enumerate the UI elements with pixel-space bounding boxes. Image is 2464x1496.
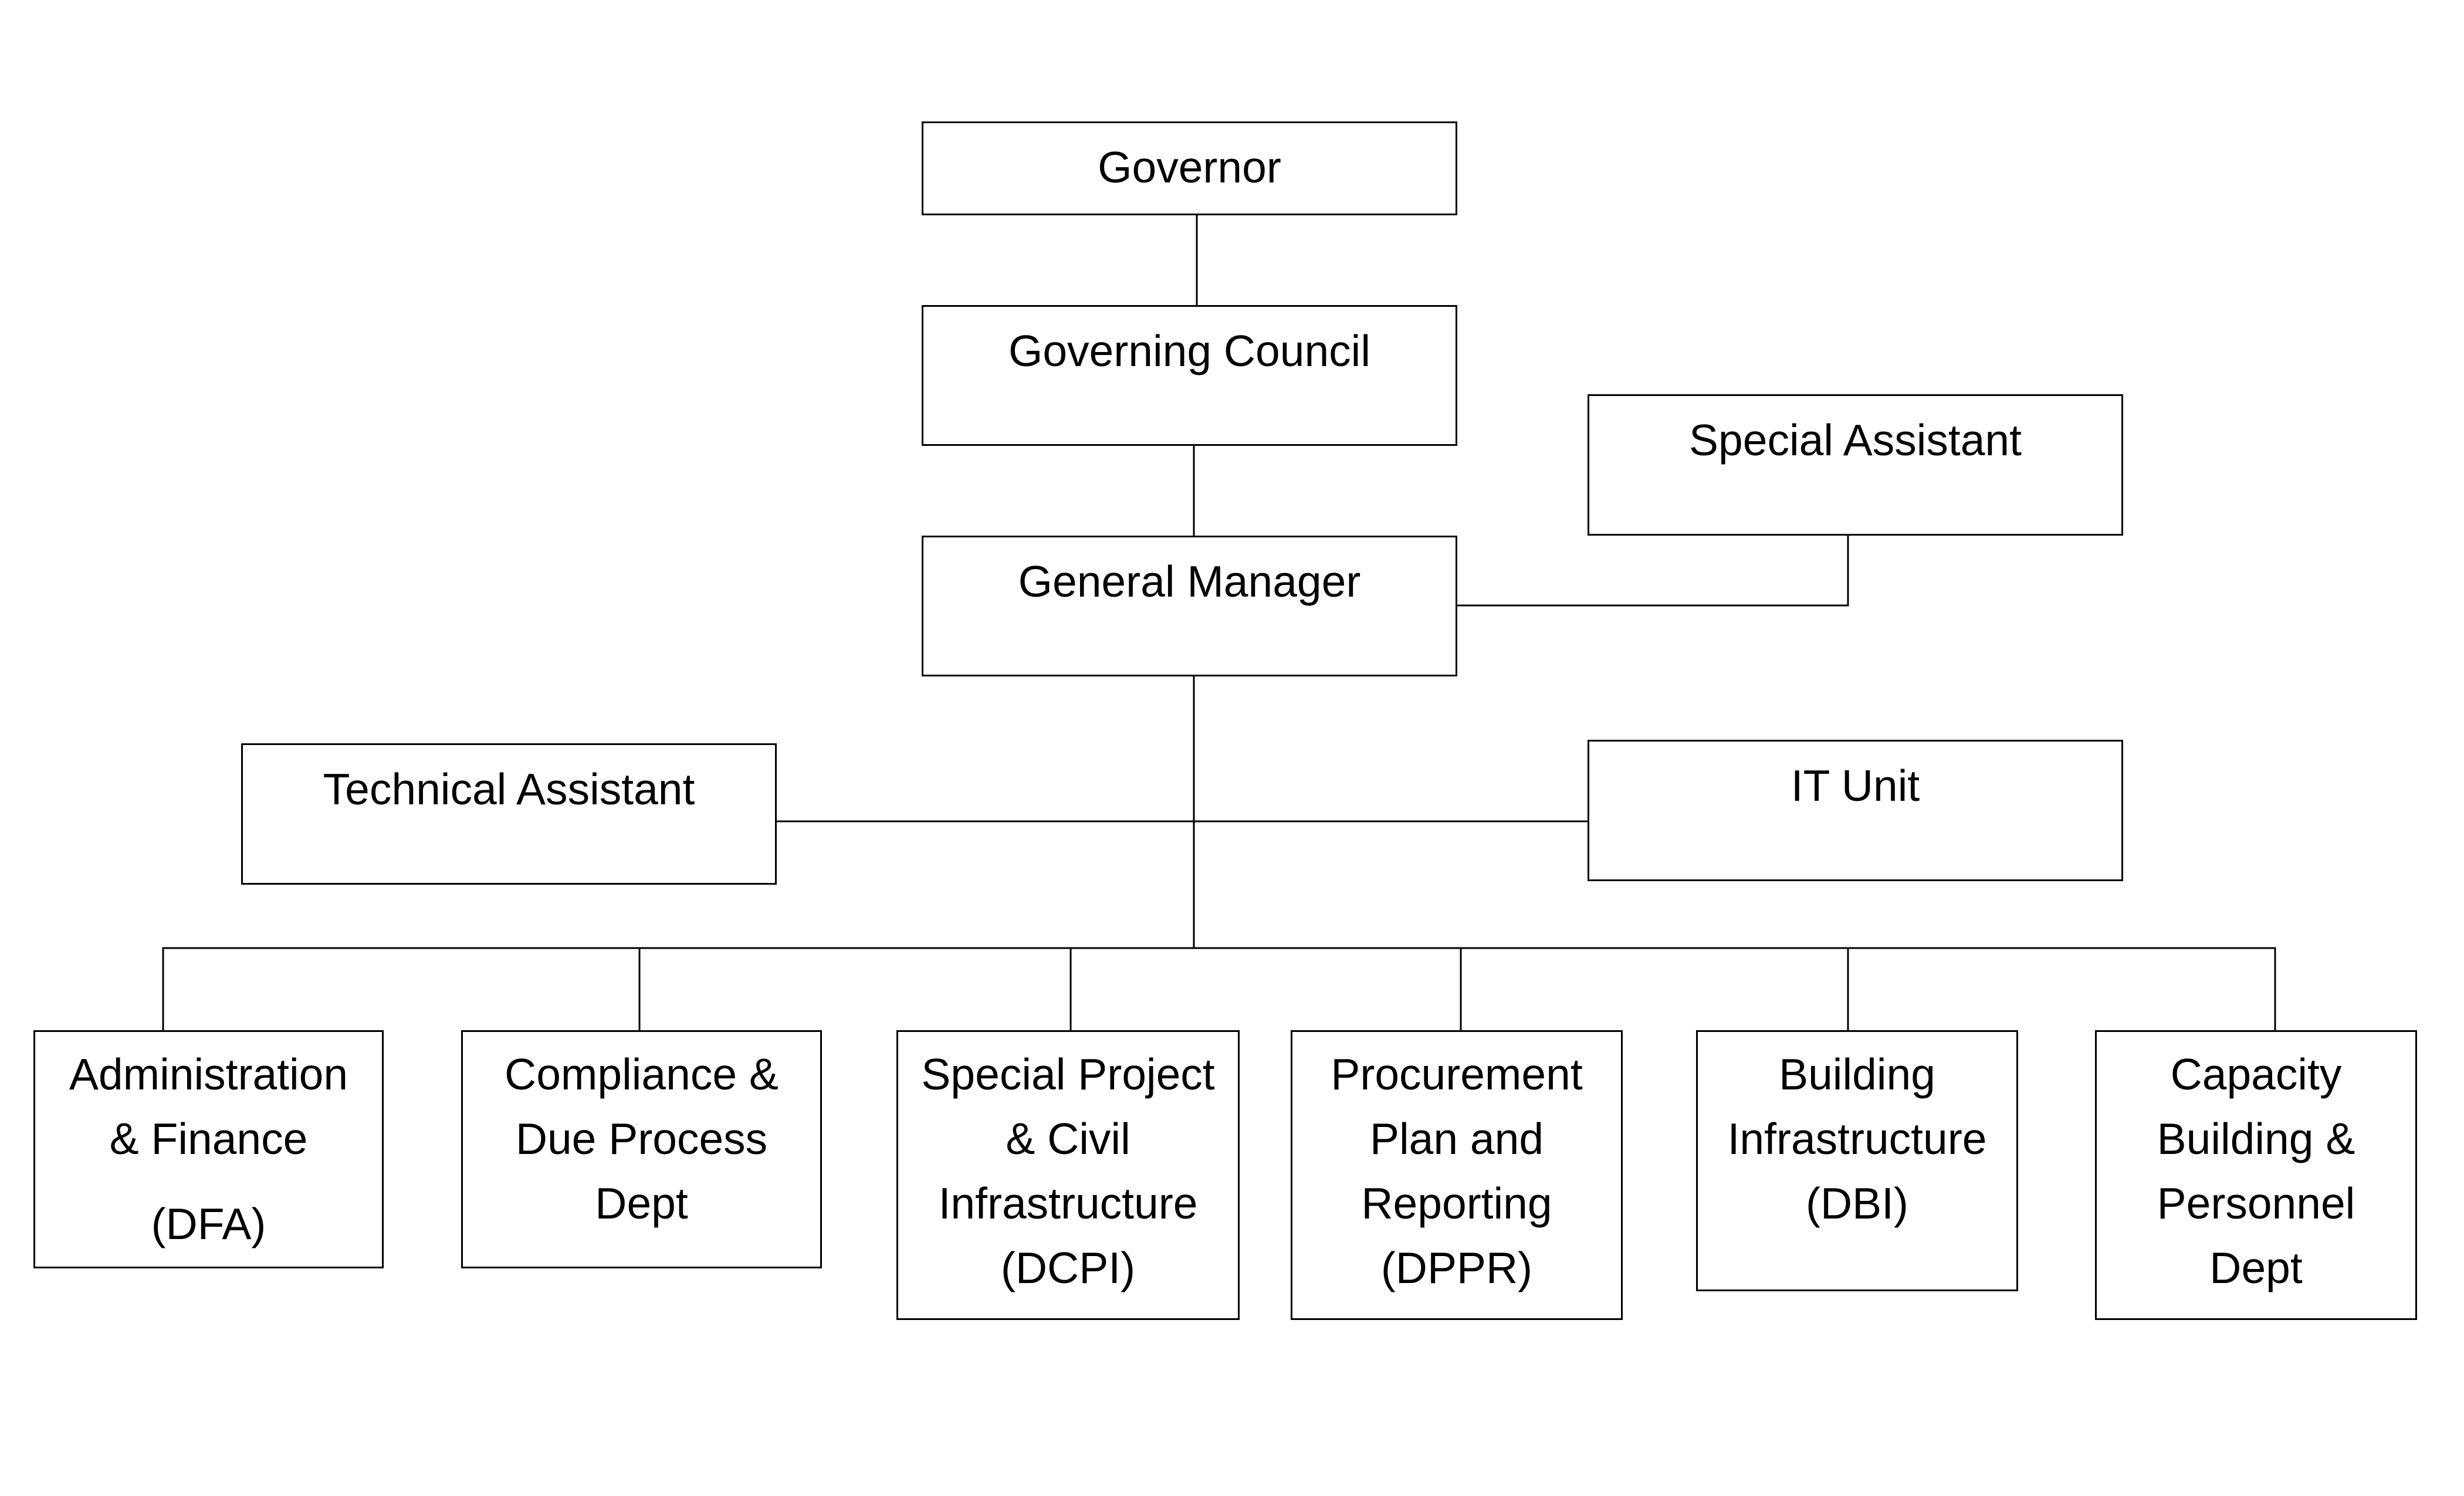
department-line: Plan and xyxy=(1369,1114,1544,1163)
general-manager-label: General Manager xyxy=(1018,557,1361,606)
governor-label: Governor xyxy=(1098,143,1281,192)
it-unit-box: IT Unit xyxy=(1588,740,2123,881)
department-line: Procurement xyxy=(1331,1050,1583,1099)
governing-council-label: Governing Council xyxy=(1008,326,1370,375)
department-line: Special Project xyxy=(921,1050,1215,1099)
department-box-capacity: Capacity Building & Personnel Dept xyxy=(2095,1030,2417,1320)
department-box-dcpi: Special Project & Civil Infrastructure (… xyxy=(896,1030,1240,1320)
department-line: & Civil xyxy=(1006,1114,1131,1163)
department-line: (DPPR) xyxy=(1380,1243,1533,1292)
department-box-dbi: Building Infrastructure (DBI) xyxy=(1696,1030,2018,1291)
special-assistant-label: Special Assistant xyxy=(1689,415,2022,465)
department-box-compliance: Compliance & Due Process Dept xyxy=(461,1030,822,1268)
it-unit-label: IT Unit xyxy=(1791,761,1920,810)
department-line: Compliance & xyxy=(505,1050,779,1099)
department-line: Dept xyxy=(595,1179,688,1228)
technical-assistant-label: Technical Assistant xyxy=(323,764,695,814)
governor-box: Governor xyxy=(922,121,1457,215)
department-line: Dept xyxy=(2209,1243,2303,1292)
department-line: Reporting xyxy=(1361,1179,1552,1228)
department-line: (DBI) xyxy=(1806,1179,1908,1228)
department-line: Infrastructure xyxy=(1727,1114,1987,1163)
governing-council-box: Governing Council xyxy=(922,305,1457,446)
department-line: Infrastructure xyxy=(938,1179,1198,1228)
department-box-dfa: Administration & Finance (DFA) xyxy=(33,1030,384,1268)
department-line: Capacity xyxy=(2170,1050,2342,1099)
department-line: & Finance xyxy=(109,1114,308,1163)
department-box-dppr: Procurement Plan and Reporting (DPPR) xyxy=(1291,1030,1623,1320)
department-line: Building & xyxy=(2157,1114,2355,1163)
technical-assistant-box: Technical Assistant xyxy=(241,743,777,885)
department-line: (DFA) xyxy=(151,1199,266,1248)
general-manager-box: General Manager xyxy=(922,536,1457,676)
department-line: Due Process xyxy=(515,1114,768,1163)
department-line: Personnel xyxy=(2157,1179,2355,1228)
department-line: Building xyxy=(1779,1050,1935,1099)
department-line: Administration xyxy=(69,1050,348,1099)
special-assistant-box: Special Assistant xyxy=(1588,394,2123,536)
department-line: (DCPI) xyxy=(1000,1243,1136,1292)
